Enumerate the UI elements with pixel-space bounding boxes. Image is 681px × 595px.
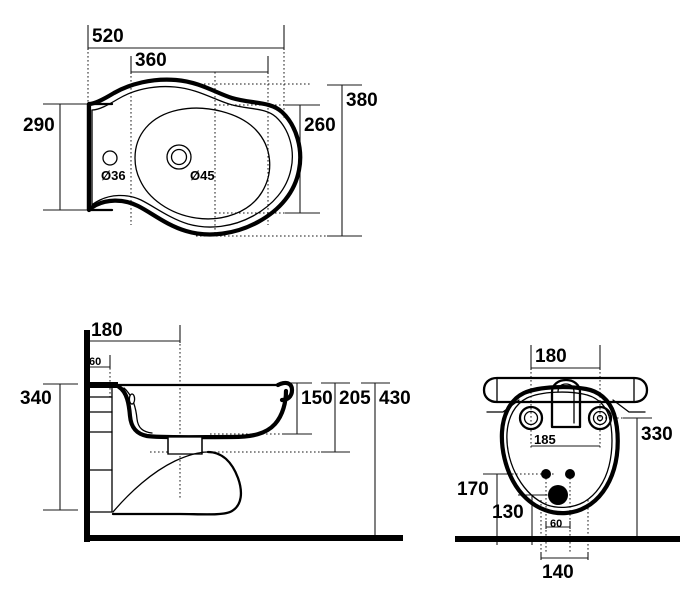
side-view-wall-and-floor (84, 330, 403, 542)
side-view-bracket (89, 384, 113, 513)
top-view-inner-contour (91, 85, 293, 228)
label-front-180: 180 (535, 346, 567, 367)
label-hole-45: Ø45 (190, 168, 215, 183)
top-view-outer-outline (86, 77, 303, 237)
label-top-520: 520 (92, 26, 124, 47)
label-top-260: 260 (304, 115, 336, 136)
label-side-430: 430 (379, 388, 411, 409)
dimension-side-430: 430 (361, 382, 411, 540)
dimension-top-290: 290 (23, 103, 88, 211)
label-side-60: 60 (89, 356, 101, 368)
top-view-extension-lines (87, 48, 352, 237)
dimension-front-140: 140 (540, 552, 589, 583)
front-view-inner-contour (506, 391, 613, 509)
label-top-380: 380 (346, 90, 378, 111)
dimension-front-185: 185 (531, 432, 600, 447)
dimension-side-205: 205 (321, 382, 371, 453)
dimension-front-60: 60 (545, 518, 571, 530)
dimension-top-380: 380 (327, 84, 378, 237)
side-view-underside-curve (112, 451, 209, 513)
label-top-360: 360 (135, 50, 167, 71)
label-front-130: 130 (492, 502, 524, 523)
side-view-lower-body (111, 450, 243, 516)
dimension-side-180: 180 (87, 320, 181, 343)
front-view-outlet (548, 485, 568, 505)
label-hole-36: Ø36 (101, 168, 126, 183)
label-front-330: 330 (641, 424, 673, 445)
front-view-jet-right (565, 469, 575, 479)
label-side-340: 340 (20, 388, 52, 409)
front-view-hole-left (518, 405, 544, 431)
front-view-center-boss (550, 378, 582, 429)
front-view-group: 180 185 330 170 1 (455, 345, 680, 583)
label-side-205: 205 (339, 388, 371, 409)
dimension-side-150: 150 (283, 382, 333, 435)
side-view-bowl-profile (116, 384, 289, 440)
top-view-hole-36: Ø36 (101, 150, 126, 183)
dimension-side-340: 340 (20, 383, 78, 511)
top-view-basin-oval (134, 107, 271, 220)
label-front-140: 140 (542, 562, 574, 583)
front-view-outer-body (499, 385, 620, 516)
label-front-60: 60 (550, 518, 562, 530)
label-side-150: 150 (301, 388, 333, 409)
top-view-hole-45: Ø45 (166, 144, 215, 183)
label-front-170: 170 (457, 479, 489, 500)
top-view-group: 520 360 290 260 (23, 25, 378, 237)
side-view-rim-detail (128, 393, 136, 405)
dimension-side-60: 60 (87, 355, 111, 369)
side-view-rim (90, 382, 280, 388)
dimension-front-170: 170 (457, 473, 512, 545)
front-view-shoulders (486, 399, 646, 413)
label-top-290: 290 (23, 115, 55, 136)
dimension-front-330: 330 (623, 417, 673, 537)
label-side-180: 180 (91, 320, 123, 341)
top-view-rear-wall (86, 102, 114, 212)
label-front-185: 185 (534, 432, 556, 447)
front-view-jet-left (541, 469, 551, 479)
dimension-front-180: 180 (530, 345, 601, 370)
side-view-rim-lip (275, 380, 295, 403)
side-view-group: 180 60 340 150 (20, 320, 411, 542)
front-view-rim-bar (482, 376, 649, 404)
dimension-top-360: 360 (130, 50, 269, 74)
front-view-floor-line (455, 536, 680, 542)
side-view-outlet-box (167, 436, 203, 455)
front-view-hole-right (587, 405, 613, 431)
dimension-top-520: 520 (87, 25, 285, 50)
